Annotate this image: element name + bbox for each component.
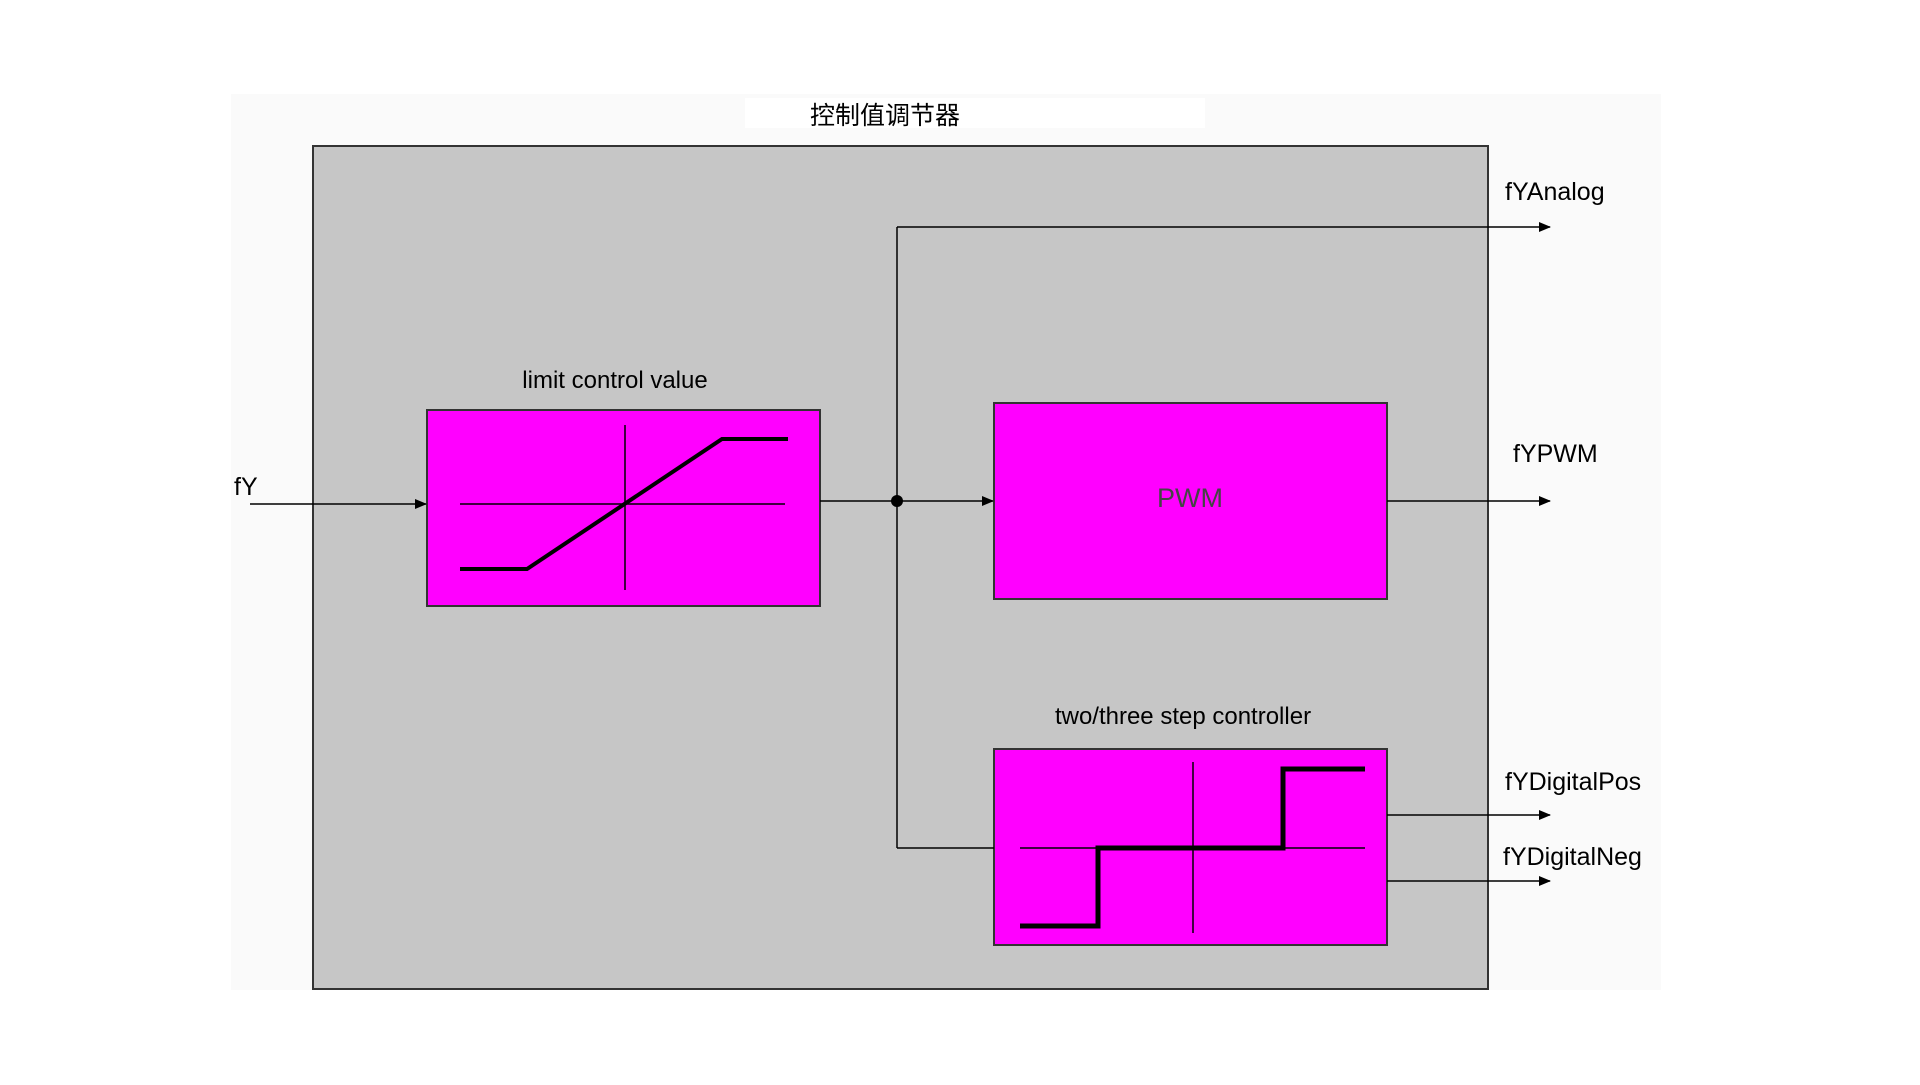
digital-neg-output-label: fYDigitalNeg	[1503, 843, 1642, 871]
analog-output-label: fYAnalog	[1505, 178, 1605, 206]
pwm-block-label: PWM	[1157, 483, 1223, 513]
digital-pos-output-label: fYDigitalPos	[1505, 768, 1641, 796]
step-block-label: two/three step controller	[1055, 703, 1311, 730]
limit-block	[426, 409, 821, 607]
diagram-title: 控制值调节器	[810, 102, 960, 130]
limit-block-curve	[460, 437, 788, 571]
limit-block-label: limit control value	[522, 367, 707, 394]
step-block-curve	[1020, 766, 1365, 929]
pwm-block	[993, 402, 1388, 600]
input-signal-label: fY	[234, 473, 258, 501]
pwm-output-label: fYPWM	[1513, 440, 1598, 468]
title-strip	[745, 98, 1205, 128]
